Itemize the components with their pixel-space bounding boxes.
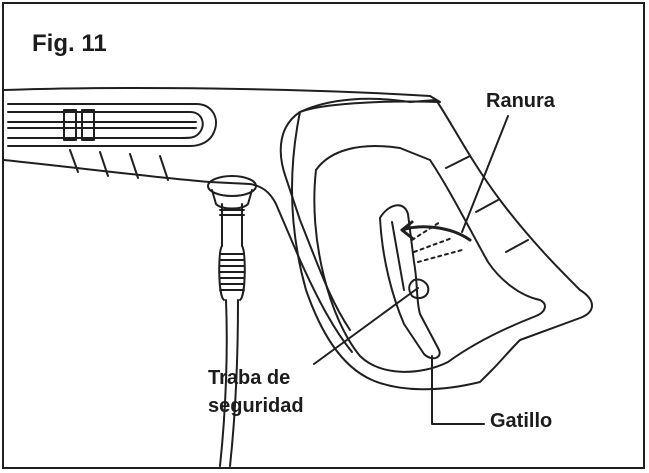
barrel-grip-inner (7, 111, 204, 139)
hose-coupling (218, 219, 246, 301)
hose-fitting-thread (219, 203, 245, 221)
slot-arrow (400, 225, 472, 242)
gun-barrel-outline (3, 87, 441, 331)
hose (219, 299, 228, 467)
leader-traba (313, 287, 419, 365)
barrel-rib (69, 149, 79, 173)
barrel-clamp-1 (63, 109, 77, 141)
trigger-face (391, 221, 405, 291)
barrel-clamp-2 (81, 109, 95, 141)
figure-frame (2, 2, 645, 469)
trigger (379, 204, 441, 360)
label-traba-de-seguridad: Traba de seguridad (208, 364, 304, 420)
hose-fitting-nut (211, 189, 253, 210)
leader-ranura (461, 115, 509, 233)
safety-lock (408, 278, 430, 300)
label-traba-line1: Traba de (208, 367, 291, 389)
grip-ridge (445, 155, 471, 169)
gun-barrel-lower-edge (3, 159, 353, 353)
label-gatillo: Gatillo (490, 410, 553, 432)
label-ranura: Ranura (486, 90, 555, 112)
label-traba-line2: seguridad (208, 395, 304, 417)
hose-fitting-top (207, 175, 257, 197)
slot-swing-lines (411, 221, 463, 263)
barrel-grip-window (7, 103, 217, 147)
leader-gatillo (431, 355, 485, 425)
handle-outer (291, 97, 593, 391)
figure-title: Fig. 11 (32, 30, 107, 57)
handle-inner-guard (313, 145, 546, 373)
